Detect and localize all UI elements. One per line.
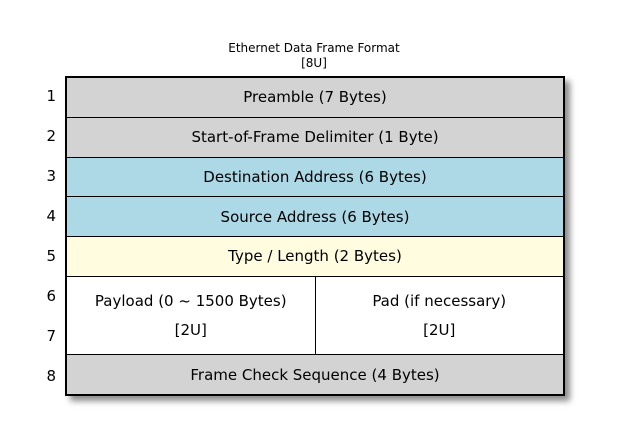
- unit-number-5: 5: [46, 247, 56, 265]
- cell-pad: Pad (if necessary) [2U]: [314, 276, 564, 355]
- unit-number-1: 1: [46, 87, 56, 105]
- payload-units: [2U]: [174, 321, 207, 339]
- row-frame-check-sequence: Frame Check Sequence (4 Bytes): [67, 354, 563, 394]
- row-type-length: Type / Length (2 Bytes): [67, 236, 563, 276]
- diagram-title-line2: [8U]: [301, 56, 327, 70]
- diagram-title: Ethernet Data Frame Format [8U]: [0, 41, 628, 71]
- diagram-title-line1: Ethernet Data Frame Format: [228, 41, 400, 55]
- frame-format-table: Preamble (7 Bytes) Start-of-Frame Delimi…: [65, 76, 565, 396]
- payload-label: Payload (0 ~ 1500 Bytes): [94, 292, 287, 310]
- unit-number-4: 4: [46, 207, 56, 225]
- unit-number-8: 8: [46, 367, 56, 385]
- row-payload-pad: Payload (0 ~ 1500 Bytes) [2U] Pad (if ne…: [67, 275, 564, 355]
- payload-pad-split: Payload (0 ~ 1500 Bytes) [2U] Pad (if ne…: [67, 276, 564, 355]
- row-preamble: Preamble (7 Bytes): [67, 78, 563, 117]
- pad-units: [2U]: [423, 321, 456, 339]
- row-start-of-frame-delimiter: Start-of-Frame Delimiter (1 Byte): [67, 116, 563, 157]
- unit-number-3: 3: [46, 167, 56, 185]
- unit-number-6: 6: [46, 287, 56, 305]
- row-destination-address: Destination Address (6 Bytes): [67, 156, 563, 197]
- unit-number-7: 7: [46, 327, 56, 345]
- unit-number-2: 2: [46, 127, 56, 145]
- pad-label: Pad (if necessary): [372, 292, 507, 310]
- row-source-address: Source Address (6 Bytes): [67, 196, 563, 236]
- cell-payload: Payload (0 ~ 1500 Bytes) [2U]: [67, 277, 315, 355]
- unit-number-column: 1 2 3 4 5 6 7 8: [0, 76, 56, 396]
